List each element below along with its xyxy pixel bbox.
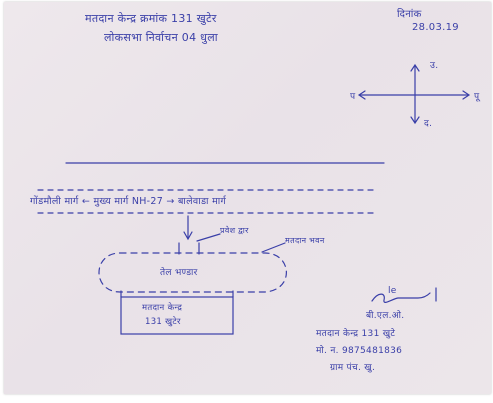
- gate-label: प्रवेश द्वार: [220, 226, 249, 235]
- date-value: 28.03.19: [412, 22, 459, 33]
- compass-west-label: प: [350, 92, 356, 102]
- paper-sheet: [4, 2, 491, 394]
- compass-south-label: द.: [424, 119, 433, 129]
- signature-scribble: [371, 292, 431, 303]
- signature-phone: मो. न. 9875481836: [316, 346, 403, 356]
- building-label: मतदान भवन: [285, 236, 325, 245]
- date-label: दिनांक: [397, 9, 422, 20]
- compass-east-label: पू: [474, 92, 480, 102]
- road-label: गोंडमौली मार्ग ← मुख्य मार्ग NH-27 → बाल…: [30, 196, 227, 207]
- building-outline: [98, 252, 287, 293]
- booth-label-line-2: 131 खुटेर: [145, 317, 181, 327]
- signature-officer: बी.एल.ओ.: [366, 311, 405, 321]
- center-label: तेल भण्डार: [160, 268, 198, 278]
- header-line-1: मतदान केन्द्र क्रमांक 131 खुटेर: [85, 12, 217, 25]
- compass-rose: [357, 63, 471, 125]
- booth-label-line-1: मतदान केन्द्र: [142, 303, 183, 313]
- polling-booth-box: [120, 296, 234, 335]
- header-line-2: लोकसभा निर्वाचन 04 धुला: [104, 31, 218, 44]
- compass-north-label: उ.: [430, 61, 439, 71]
- signature-booth: मतदान केन्द्र 131 खुटे: [316, 329, 396, 339]
- signature-place: ग्राम पंच. खु.: [330, 363, 376, 373]
- signature-mark: le: [388, 286, 397, 296]
